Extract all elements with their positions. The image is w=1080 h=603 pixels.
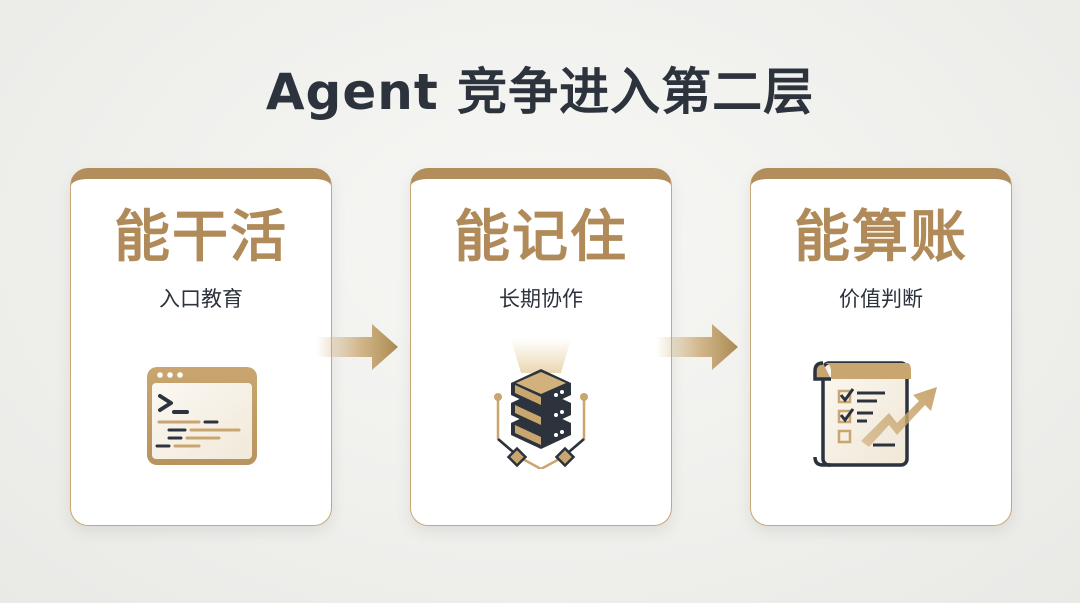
arrow-right-icon — [316, 322, 400, 372]
card-title: 能干活 — [114, 205, 288, 270]
checklist-growth-icon — [811, 357, 951, 476]
page-title: Agent 竞争进入第二层 — [265, 63, 815, 121]
card-can-work: 能干活 入口教育 — [70, 168, 332, 526]
card-can-remember: 能记住 长期协作 — [410, 168, 672, 526]
card-title: 能记住 — [454, 205, 628, 270]
card-subtitle: 入口教育 — [159, 287, 243, 311]
arrow-right-icon — [656, 322, 740, 372]
card-subtitle: 价值判断 — [839, 287, 923, 311]
server-stack-icon — [466, 339, 616, 473]
card-title: 能算账 — [794, 205, 968, 270]
terminal-window-icon — [141, 359, 261, 473]
card-can-calculate: 能算账 价值判断 — [750, 168, 1012, 526]
card-subtitle: 长期协作 — [499, 287, 583, 311]
